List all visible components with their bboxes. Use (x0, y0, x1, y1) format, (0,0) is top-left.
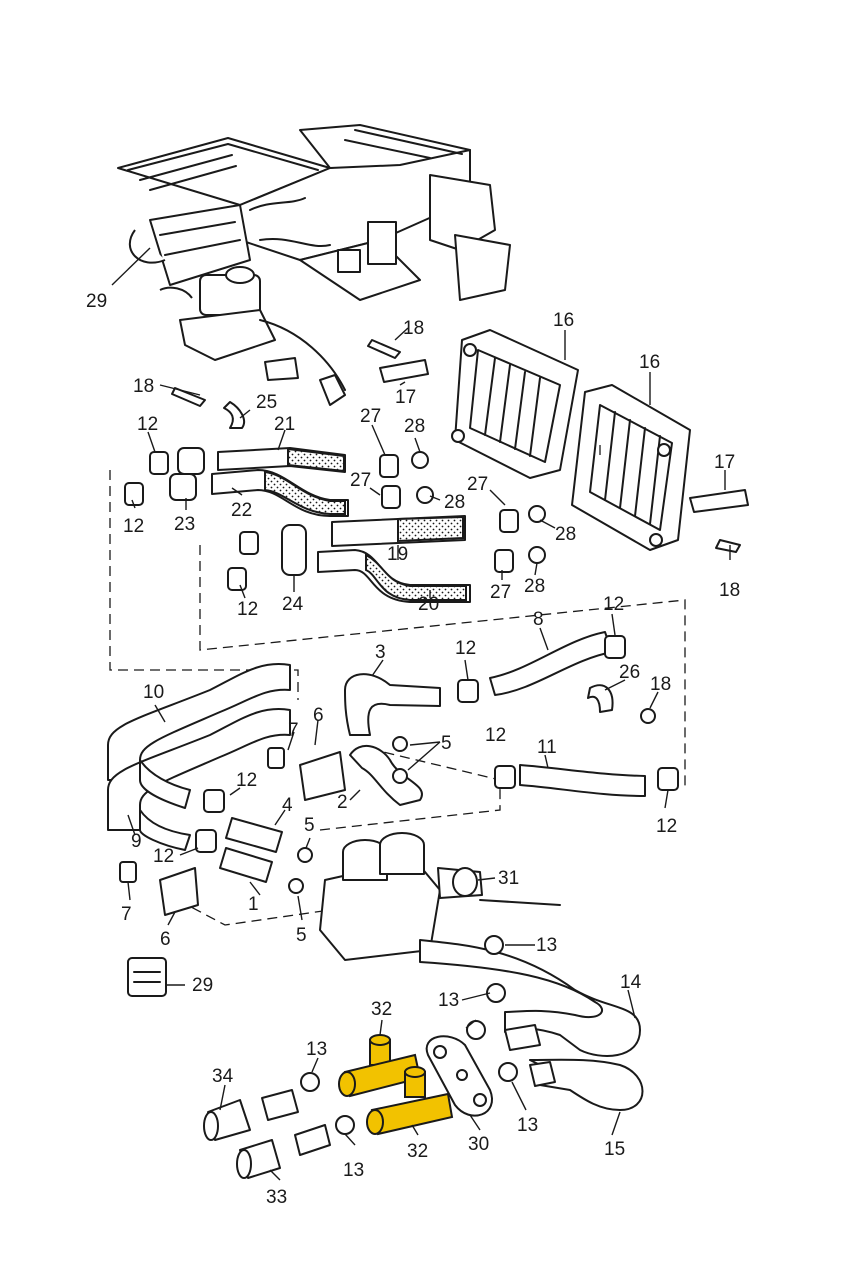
callout-22: 22 (231, 500, 252, 521)
callout-13: 13 (517, 1115, 538, 1136)
callout-19: 19 (387, 544, 408, 565)
callout-3: 3 (375, 642, 386, 663)
callout-28: 28 (524, 576, 545, 597)
hose-3 (344, 673, 441, 736)
hose-15 (529, 1058, 644, 1111)
callout-12: 12 (123, 516, 144, 537)
callout-27: 27 (350, 470, 371, 491)
callout-12: 12 (236, 770, 257, 791)
hose-20 (317, 549, 471, 603)
callout-13: 13 (343, 1160, 364, 1181)
callout-28: 28 (404, 416, 425, 437)
pipe-4 (219, 817, 283, 883)
hose-19 (331, 515, 466, 547)
callout-15: 15 (604, 1139, 625, 1160)
tee-pieces-32 (338, 1034, 454, 1136)
callout-5: 5 (304, 815, 315, 836)
callout-16: 16 (639, 352, 660, 373)
callout-13: 13 (438, 990, 459, 1011)
callout-12: 12 (603, 594, 624, 615)
control-valve-31 (319, 832, 561, 961)
callout-10: 10 (143, 682, 164, 703)
callout-32: 32 (371, 999, 392, 1020)
callout-25: 25 (256, 392, 277, 413)
callout-24: 24 (282, 594, 304, 615)
callout-13: 13 (536, 935, 557, 956)
clamps-13 (300, 935, 518, 1135)
callout-28: 28 (444, 492, 465, 513)
callout-5: 5 (296, 925, 307, 946)
callout-33: 33 (266, 1187, 287, 1208)
callout-29: 29 (192, 975, 213, 996)
callout-7: 7 (288, 720, 299, 741)
hose-11 (519, 764, 646, 797)
callout-5: 5 (441, 733, 452, 754)
callout-17: 17 (714, 452, 735, 473)
callout-6: 6 (160, 929, 171, 950)
clamps-seals (124, 339, 749, 591)
callout-12: 12 (485, 725, 506, 746)
callout-27: 27 (360, 406, 381, 427)
callout-30: 30 (468, 1134, 489, 1155)
dashed-guide-lines (109, 440, 686, 926)
callout-8: 8 (533, 609, 544, 630)
callout-6: 6 (313, 705, 324, 726)
callout-9: 9 (131, 831, 142, 852)
callout-28: 28 (555, 524, 576, 545)
relay-29 (127, 957, 167, 997)
callout-20: 20 (418, 594, 439, 615)
leader-lines (111, 247, 731, 1181)
callout-18: 18 (133, 376, 154, 397)
callout-31: 31 (498, 868, 519, 889)
callout-12: 12 (656, 816, 677, 837)
heat-exchanger-right (571, 384, 691, 551)
callout-14: 14 (620, 972, 642, 993)
heat-exchanger-left (451, 329, 579, 479)
hose-22 (211, 469, 349, 517)
hose-21 (217, 447, 346, 473)
callout-12: 12 (237, 599, 258, 620)
callout-23: 23 (174, 514, 195, 535)
callout-7: 7 (121, 904, 132, 925)
callout-29: 29 (86, 291, 107, 312)
callout-2: 2 (337, 792, 348, 813)
brackets (119, 635, 679, 916)
callout-26: 26 (619, 662, 640, 683)
callout-4: 4 (282, 795, 293, 816)
callout-11: 11 (537, 737, 557, 758)
callout-12: 12 (137, 414, 158, 435)
callout-13: 13 (306, 1039, 327, 1060)
callout-12: 12 (455, 638, 476, 659)
gasket-30 (425, 1035, 493, 1117)
hose-10-9 (107, 663, 291, 851)
heater-unit-assembly (117, 124, 511, 406)
callout-27: 27 (490, 582, 511, 603)
callout-labels: 29 18 16 16 18 25 17 12 21 27 28 17 27 2… (86, 291, 740, 1208)
callout-18: 18 (403, 318, 424, 339)
callout-27: 27 (467, 474, 488, 495)
callout-18: 18 (719, 580, 740, 601)
callout-32: 32 (407, 1141, 428, 1162)
hose-2 (349, 745, 423, 806)
callout-16: 16 (553, 310, 574, 331)
callout-21: 21 (274, 414, 295, 435)
callout-18: 18 (650, 674, 671, 695)
callout-17: 17 (395, 387, 416, 408)
hose-pieces-33-34 (203, 1024, 556, 1179)
callout-1: 1 (248, 894, 259, 915)
callout-34: 34 (212, 1066, 234, 1087)
callout-12: 12 (153, 846, 174, 867)
